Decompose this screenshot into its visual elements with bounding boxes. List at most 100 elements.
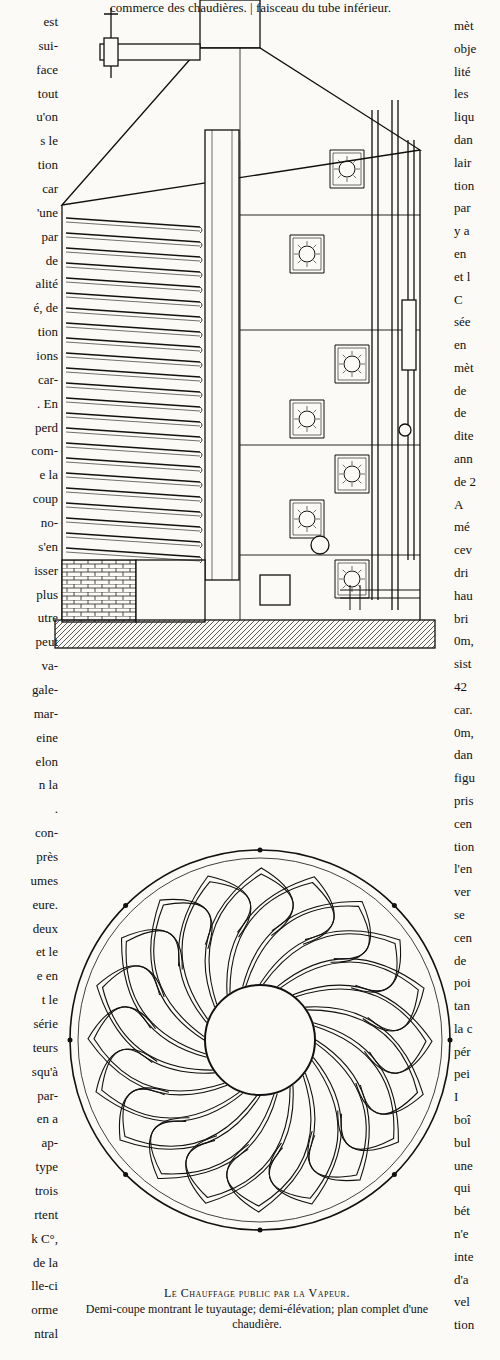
column-fragment: s le bbox=[0, 133, 58, 148]
column-fragment: inte bbox=[454, 1249, 498, 1264]
column-fragment: utre bbox=[0, 610, 58, 625]
column-fragment: se bbox=[454, 907, 498, 922]
column-fragment: et l bbox=[454, 269, 498, 284]
column-fragment: s'en bbox=[0, 539, 58, 554]
column-fragment: de bbox=[454, 953, 498, 968]
column-fragment: en a bbox=[0, 1111, 58, 1126]
column-fragment: ions bbox=[0, 348, 58, 363]
column-fragment: n'e bbox=[454, 1226, 498, 1241]
column-fragment: elon bbox=[0, 754, 58, 769]
column-fragment: de bbox=[454, 383, 498, 398]
column-fragment: con- bbox=[0, 825, 58, 840]
column-fragment: par- bbox=[0, 1088, 58, 1103]
column-fragment: dri bbox=[454, 565, 498, 580]
column-fragment: de bbox=[454, 405, 498, 420]
column-fragment: mèt bbox=[454, 360, 498, 375]
column-fragment: face bbox=[0, 62, 58, 77]
column-fragment: tion bbox=[454, 1317, 498, 1332]
column-fragment: va- bbox=[0, 658, 58, 673]
column-fragment: mèt bbox=[454, 18, 498, 33]
column-fragment: la c bbox=[454, 1021, 498, 1036]
column-fragment: par bbox=[454, 200, 498, 215]
figure-caption: Demi-coupe montrant le tuyautage; demi-é… bbox=[62, 1302, 452, 1332]
column-fragment: 'une bbox=[0, 205, 58, 220]
column-fragment: lité bbox=[454, 64, 498, 79]
column-fragment: deux bbox=[0, 921, 58, 936]
column-fragment: bét bbox=[454, 1203, 498, 1218]
column-fragment: 42 bbox=[454, 679, 498, 694]
column-fragment: type bbox=[0, 1159, 58, 1174]
column-fragment: une bbox=[454, 1158, 498, 1173]
column-fragment: squ'à bbox=[0, 1064, 58, 1079]
column-fragment: ver bbox=[454, 884, 498, 899]
column-fragment: cen bbox=[454, 816, 498, 831]
figure-title: Le Chauffage public par la Vapeur. bbox=[62, 1286, 452, 1301]
column-fragment: qui bbox=[454, 1180, 498, 1195]
column-fragment: car bbox=[0, 181, 58, 196]
column-fragment: ann bbox=[454, 451, 498, 466]
column-fragment: cen bbox=[454, 930, 498, 945]
column-fragment: gale- bbox=[0, 682, 58, 697]
column-fragment: en bbox=[454, 246, 498, 261]
column-fragment: plus bbox=[0, 587, 58, 602]
column-fragment: e la bbox=[0, 467, 58, 482]
column-fragment: e en bbox=[0, 968, 58, 983]
column-fragment: trois bbox=[0, 1183, 58, 1198]
column-fragment: C bbox=[454, 292, 498, 307]
column-fragment: é, de bbox=[0, 300, 58, 315]
column-fragment: tan bbox=[454, 998, 498, 1013]
column-fragment: et le bbox=[0, 944, 58, 959]
column-fragment: sée bbox=[454, 314, 498, 329]
column-fragment: lle-ci bbox=[0, 1278, 58, 1293]
column-fragment: mé bbox=[454, 519, 498, 534]
column-fragment: bul bbox=[454, 1135, 498, 1150]
column-fragment: rtent bbox=[0, 1207, 58, 1222]
column-fragment: isser bbox=[0, 563, 58, 578]
column-fragment: dite bbox=[454, 428, 498, 443]
column-fragment: teurs bbox=[0, 1040, 58, 1055]
column-fragment: de la bbox=[0, 1255, 58, 1270]
column-fragment: les bbox=[454, 86, 498, 101]
column-fragment: n la bbox=[0, 777, 58, 792]
column-fragment: hau bbox=[454, 588, 498, 603]
column-fragment: tion bbox=[0, 157, 58, 172]
column-fragment: . En bbox=[0, 396, 58, 411]
column-fragment: liqu bbox=[454, 109, 498, 124]
column-fragment: figu bbox=[454, 770, 498, 785]
column-fragment: en bbox=[454, 337, 498, 352]
column-fragment: bri bbox=[454, 611, 498, 626]
column-fragment: no- bbox=[0, 515, 58, 530]
column-fragment: car- bbox=[0, 372, 58, 387]
column-fragment: umes bbox=[0, 873, 58, 888]
column-fragment: l'en bbox=[454, 861, 498, 876]
column-fragment: 0m, bbox=[454, 725, 498, 740]
column-fragment: par bbox=[0, 229, 58, 244]
column-fragment: peut bbox=[0, 634, 58, 649]
column-fragment: pér bbox=[454, 1044, 498, 1059]
column-fragment: sist bbox=[454, 656, 498, 671]
column-fragment: de bbox=[0, 253, 58, 268]
column-fragment: dan bbox=[454, 747, 498, 762]
column-fragment: eine bbox=[0, 730, 58, 745]
column-fragment: I bbox=[454, 1089, 498, 1104]
column-fragment: dan bbox=[454, 132, 498, 147]
column-fragment: sui- bbox=[0, 38, 58, 53]
column-fragment: . bbox=[0, 801, 58, 816]
column-fragment: alité bbox=[0, 276, 58, 291]
column-fragment: pris bbox=[454, 793, 498, 808]
column-fragment: est bbox=[0, 14, 58, 29]
column-fragment: près bbox=[0, 849, 58, 864]
column-fragment: tion bbox=[454, 839, 498, 854]
column-fragment: de 2 bbox=[454, 474, 498, 489]
column-fragment: com- bbox=[0, 443, 58, 458]
column-fragment: ap- bbox=[0, 1135, 58, 1150]
column-fragment: cev bbox=[454, 542, 498, 557]
column-fragment: obje bbox=[454, 41, 498, 56]
column-fragment: coup bbox=[0, 491, 58, 506]
column-fragment: série bbox=[0, 1016, 58, 1031]
column-fragment: lair bbox=[454, 155, 498, 170]
column-fragment: tion bbox=[0, 324, 58, 339]
column-fragment: A bbox=[454, 497, 498, 512]
column-fragment: t le bbox=[0, 992, 58, 1007]
